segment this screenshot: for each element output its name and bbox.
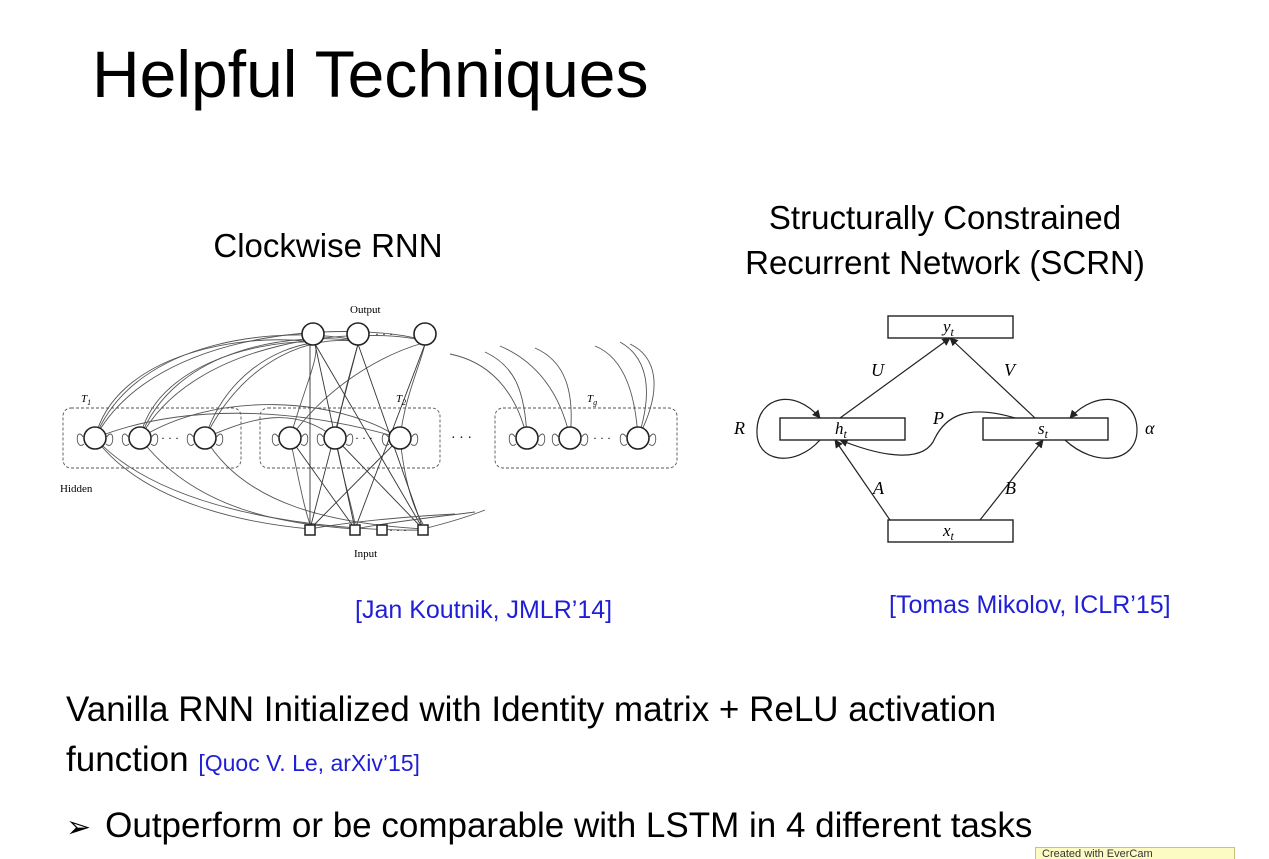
- cw-dangling-arrows: [309, 341, 655, 530]
- cw-module-boxes: [62, 407, 678, 469]
- scrn-alpha-label: α: [1145, 418, 1155, 438]
- scrn-u-label: U: [871, 360, 885, 380]
- body-line-1: Vanilla RNN Initialized with Identity ma…: [66, 690, 997, 729]
- cw-input-label: Input: [354, 548, 377, 560]
- cw-output-label: Output: [350, 304, 381, 316]
- slide-title: Helpful Techniques: [92, 37, 649, 111]
- arrow-bullet-icon: ➢: [66, 811, 92, 844]
- cw-t2-label: T2: [396, 393, 406, 407]
- quoc-le-citation: [Quoc V. Le, arXiv’15]: [198, 750, 420, 776]
- cw-input-nodes: [304, 524, 429, 536]
- mikolov-citation: [Tomas Mikolov, ICLR’15]: [889, 591, 1171, 619]
- cw-hidden-label: Hidden: [60, 483, 93, 495]
- scrn-p-label: P: [932, 408, 944, 428]
- scrn-heading: Structurally Constrained Recurrent Netwo…: [700, 196, 1190, 285]
- cw-hidden-ellipsis-1: · · ·: [161, 431, 179, 445]
- scrn-boxes: [779, 315, 1109, 543]
- scrn-a-label: A: [872, 478, 885, 498]
- body-line-2: function [Quoc V. Le, arXiv’15]: [66, 740, 420, 780]
- clockwise-rnn-heading: Clockwise RNN: [213, 227, 443, 264]
- cw-tg-label: Tg: [587, 393, 597, 407]
- scrn-diagram: yt ht st xt U V P A B R α: [733, 315, 1155, 543]
- scrn-edges: [756, 337, 1138, 521]
- body-line-2-text: function: [66, 740, 189, 779]
- scrn-v-label: V: [1004, 360, 1017, 380]
- evercam-watermark: Created with EverCam: [1035, 847, 1235, 859]
- cw-hidden-ellipsis-2: · · ·: [355, 431, 373, 445]
- bullet-line: ➢ Outperform or be comparable with LSTM i…: [66, 806, 1032, 846]
- cw-output-ellipsis: · · ·: [375, 327, 393, 341]
- cw-self-loops: [76, 433, 657, 446]
- cw-hidden-ellipsis-3: · · ·: [593, 431, 611, 445]
- scrn-r-label: R: [733, 418, 745, 438]
- scrn-s-label: st: [1038, 419, 1049, 441]
- scrn-b-label: B: [1005, 478, 1016, 498]
- cw-output-nodes: [301, 322, 437, 346]
- cw-connection-curves: [94, 331, 426, 531]
- cw-t1-label: T1: [81, 393, 91, 407]
- scrn-heading-line1: Structurally Constrained: [768, 199, 1122, 236]
- cw-input-ellipsis: · · ·: [389, 523, 407, 537]
- koutnik-citation: [Jan Koutnik, JMLR’14]: [355, 596, 613, 624]
- clockwise-rnn-diagram: Output Input Hidden T1 T2 Tg · · · · · ·…: [60, 304, 678, 560]
- bullet-text: Outperform or be comparable with LSTM in…: [105, 806, 1033, 845]
- scrn-x-label: xt: [942, 521, 955, 543]
- scrn-h-label: ht: [835, 419, 848, 441]
- scrn-y-label: yt: [941, 317, 955, 339]
- scrn-heading-line2: Recurrent Network (SCRN): [745, 243, 1145, 281]
- cw-module-ellipsis: · · ·: [451, 431, 472, 446]
